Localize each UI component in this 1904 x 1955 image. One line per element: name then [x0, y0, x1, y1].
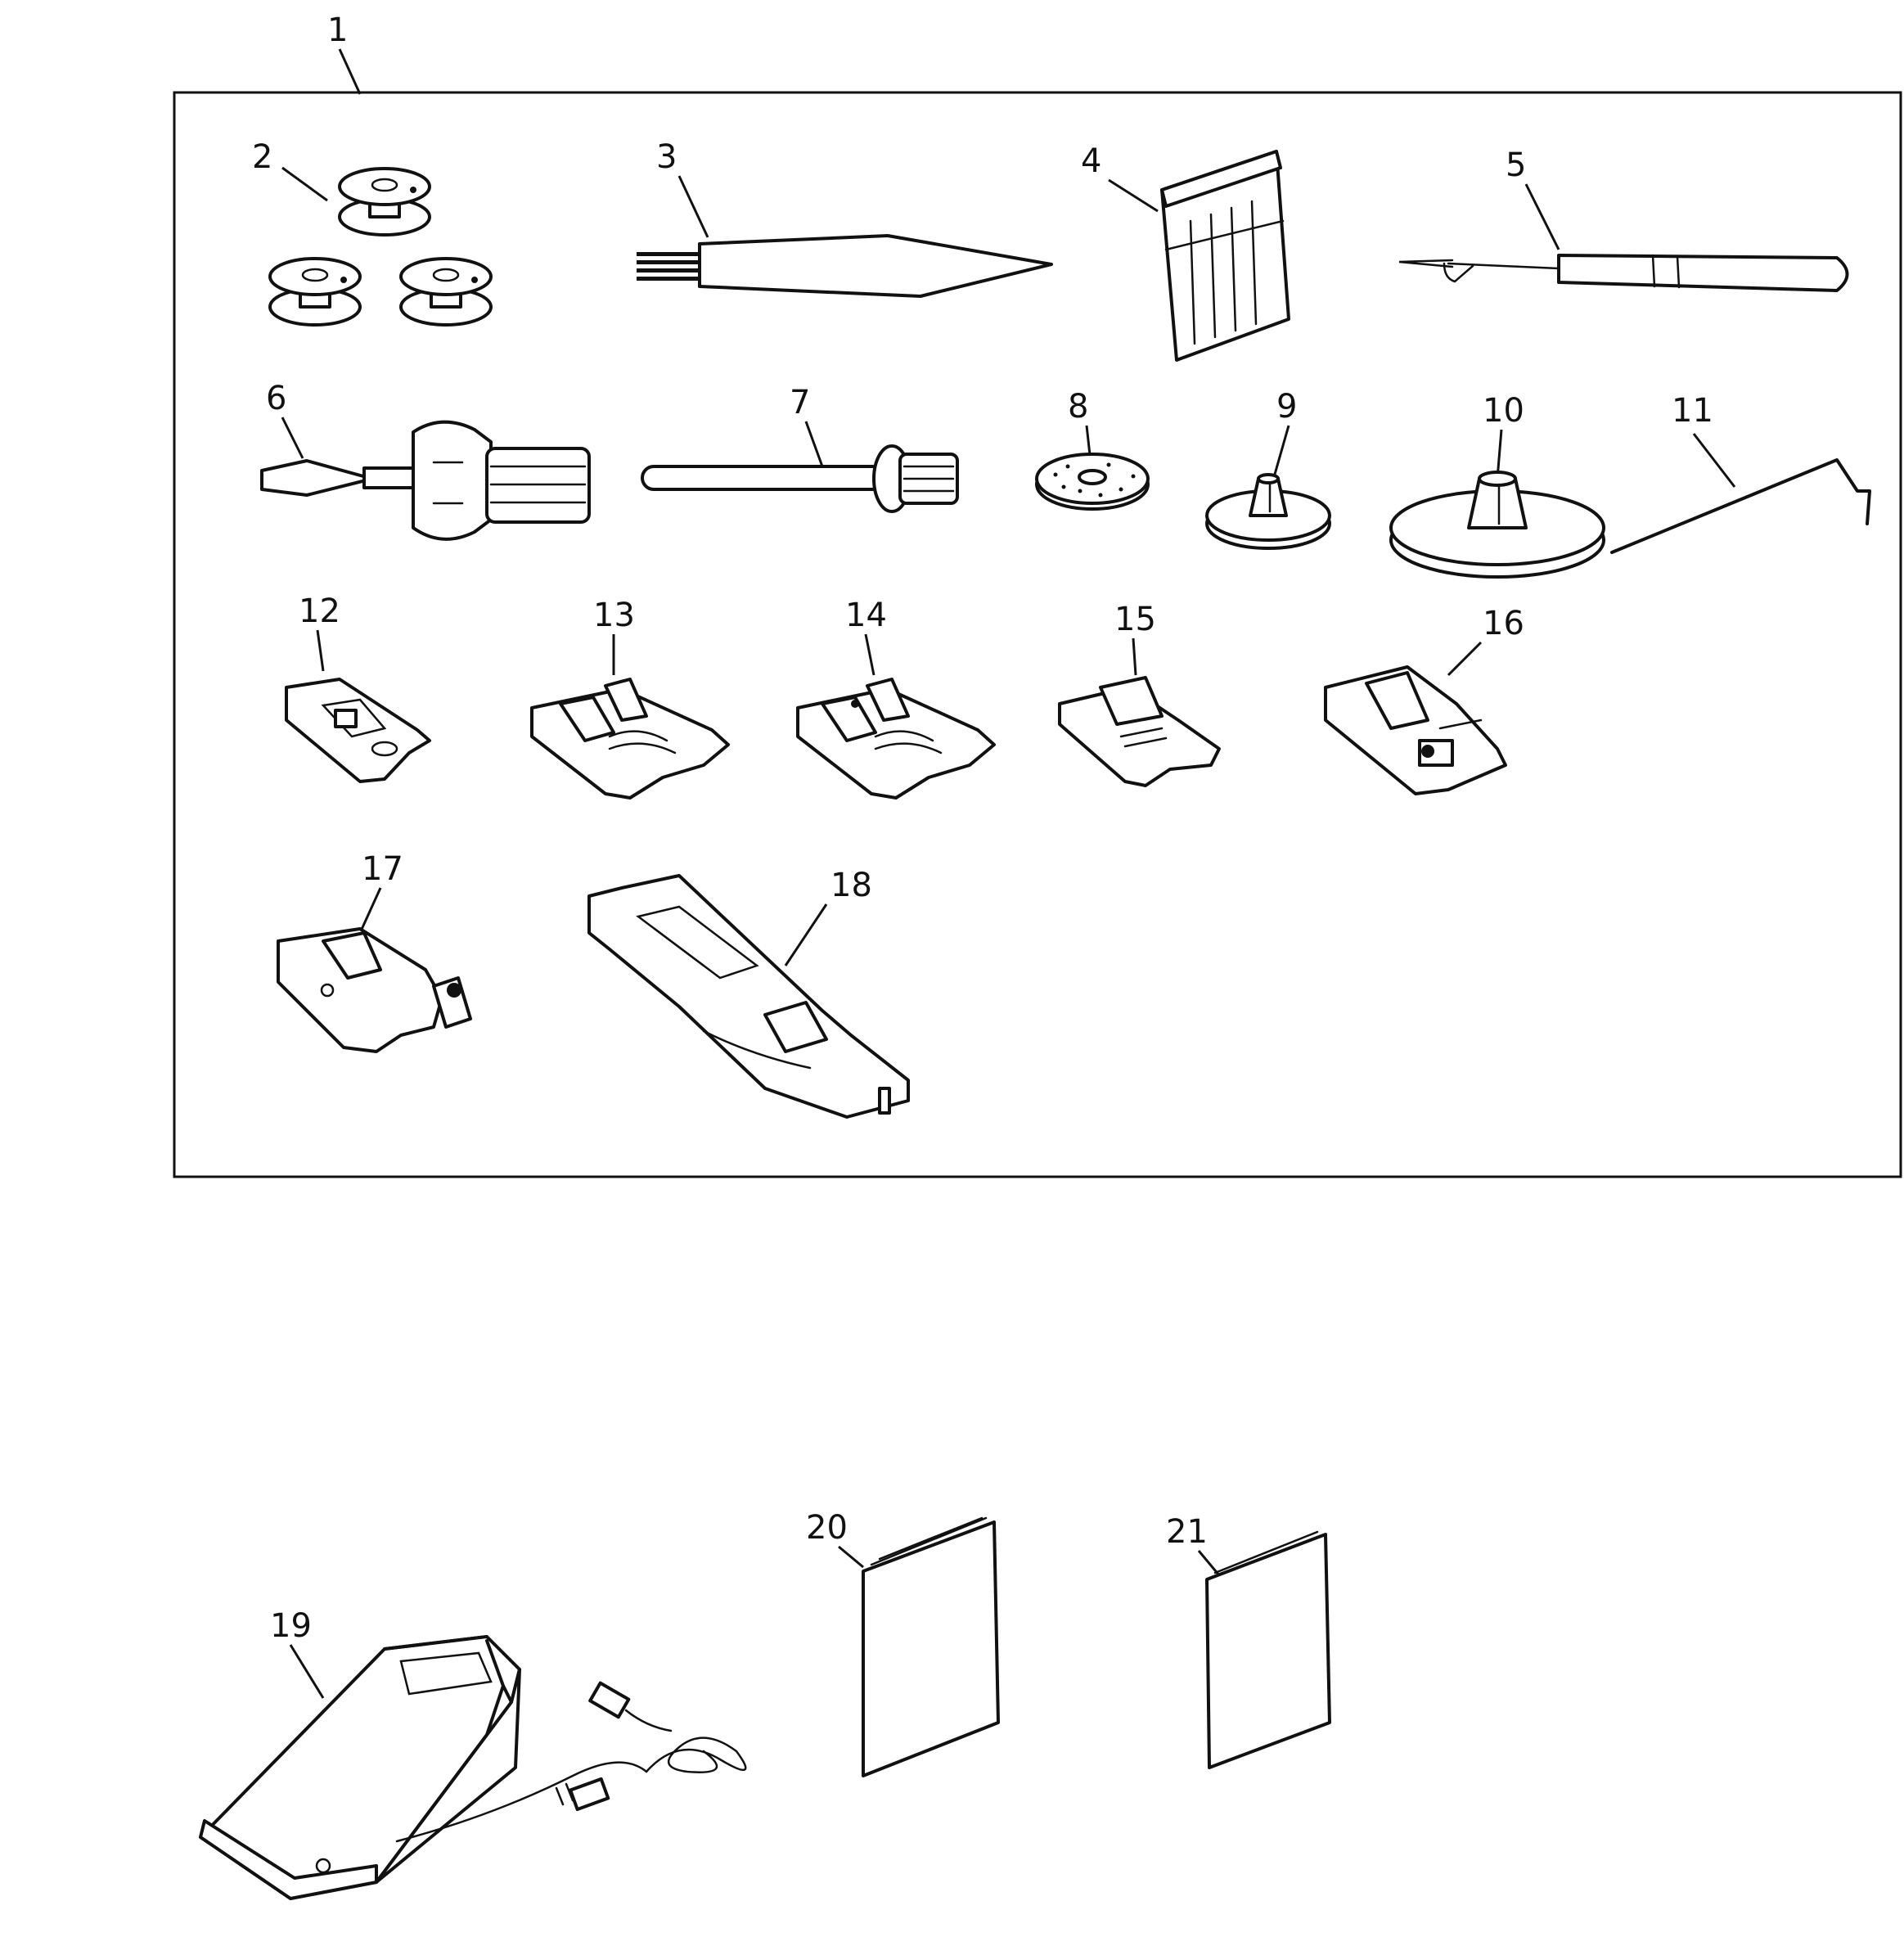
callout-2: 2 [252, 138, 272, 176]
callout-6: 6 [266, 380, 286, 417]
leader-lines [281, 48, 1736, 1699]
lint-brush [637, 234, 1053, 298]
accessory-box-frame [173, 91, 1902, 1178]
foot-controller [199, 1635, 747, 1900]
callout-19: 19 [270, 1607, 312, 1645]
callout-15: 15 [1114, 601, 1156, 638]
callout-12: 12 [299, 592, 340, 630]
callout-3: 3 [656, 138, 677, 176]
callout-7: 7 [790, 384, 810, 421]
callout-13: 13 [593, 597, 635, 634]
bobbin-right [399, 257, 493, 327]
callout-18: 18 [830, 867, 872, 904]
small-spool-cap [1205, 473, 1331, 550]
callout-10: 10 [1483, 392, 1524, 430]
callout-16: 16 [1483, 605, 1524, 642]
large-spool-cap [1389, 471, 1605, 579]
callout-5: 5 [1506, 146, 1526, 184]
presser-foot-13 [530, 678, 730, 800]
presser-foot-15 [1058, 676, 1221, 787]
callout-labels: 1 2 3 4 5 6 7 8 9 10 11 12 13 14 15 16 1… [252, 11, 1713, 1645]
screwdriver [260, 420, 591, 541]
callout-11: 11 [1672, 392, 1713, 430]
presser-foot-14 [796, 678, 996, 800]
needle-pack [1160, 150, 1290, 362]
presser-foot-16 [1324, 665, 1507, 795]
bobbin-left [268, 257, 362, 327]
callout-14: 14 [845, 597, 887, 634]
brush-bristles [637, 252, 700, 281]
callout-8: 8 [1068, 388, 1088, 426]
instruction-manual [862, 1516, 1000, 1777]
seam-ripper [1398, 254, 1849, 292]
spool-pin [641, 444, 959, 513]
callout-21: 21 [1166, 1513, 1208, 1551]
presser-foot-17 [277, 927, 472, 1053]
buttonhole-foot [587, 874, 910, 1119]
bobbins [268, 167, 493, 327]
felt-washer [1035, 453, 1150, 511]
booklet [1205, 1530, 1331, 1769]
callout-17: 17 [362, 850, 403, 888]
callout-20: 20 [806, 1509, 848, 1547]
bobbin-top [338, 167, 431, 236]
callout-9: 9 [1276, 388, 1297, 426]
bent-rod [1610, 458, 1871, 554]
callout-1: 1 [327, 11, 348, 49]
presser-foot-12 [285, 678, 431, 783]
callout-4: 4 [1081, 142, 1101, 180]
